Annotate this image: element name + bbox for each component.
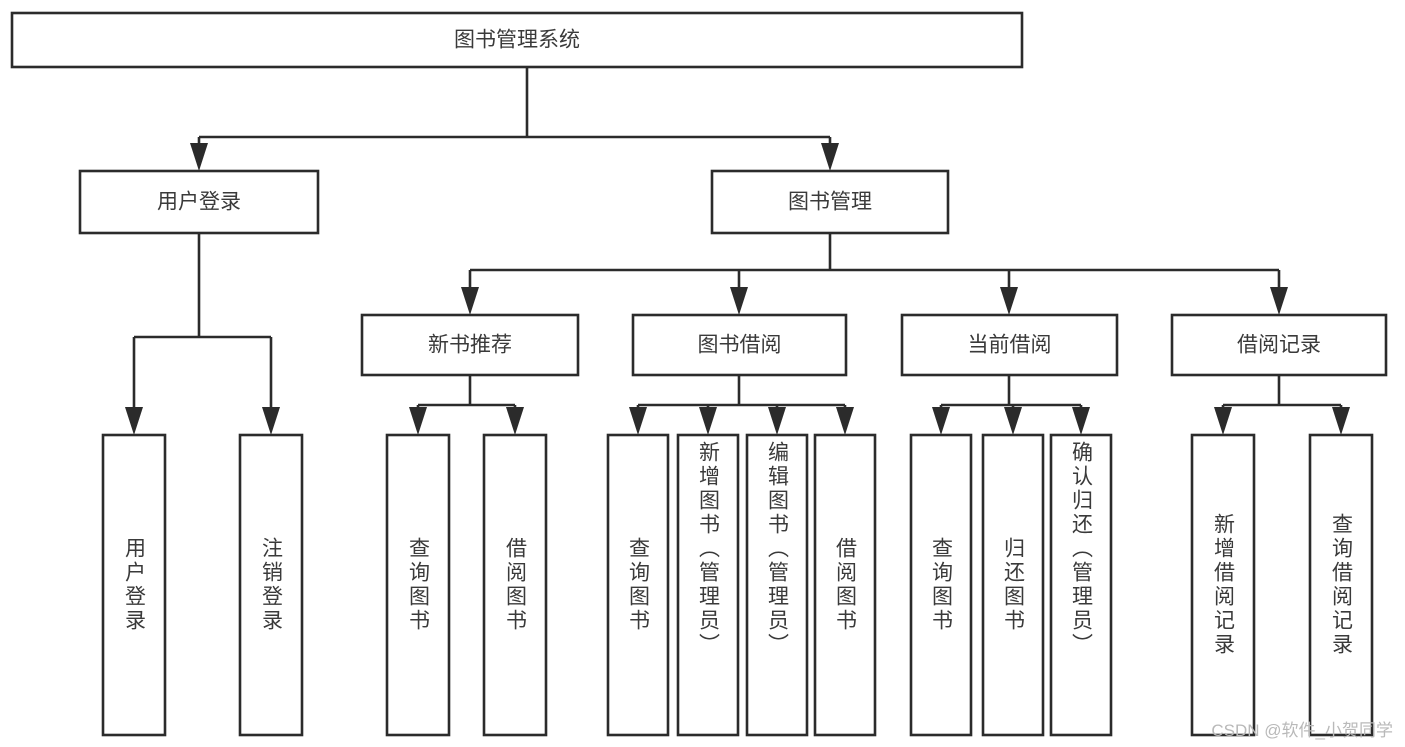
node-leaf-add-book-admin[interactable]: 新增图书（管理员） bbox=[676, 433, 740, 737]
node-book-borrow[interactable]: 图书借阅 bbox=[631, 313, 848, 377]
conn-bookborrow-to-leaves bbox=[629, 375, 854, 435]
node-leaf-borrow-book-2[interactable]: 借阅图书 bbox=[813, 433, 877, 737]
node-label: 查询图书 bbox=[929, 537, 953, 633]
node-label: 查询图书 bbox=[406, 537, 430, 633]
node-label: 图书借阅 bbox=[698, 334, 782, 357]
node-label: 注销登录 bbox=[259, 537, 283, 633]
node-borrow-record[interactable]: 借阅记录 bbox=[1170, 313, 1388, 377]
node-label: 查询借阅记录 bbox=[1329, 513, 1353, 657]
node-leaf-confirm-return-admin[interactable]: 确认归还（管理员） bbox=[1049, 433, 1113, 737]
node-label: 新书推荐 bbox=[428, 334, 512, 357]
node-leaf-query-borrow-record[interactable]: 查询借阅记录 bbox=[1308, 433, 1374, 737]
conn-userlogin-to-leaves bbox=[125, 233, 280, 435]
node-label: 借阅图书 bbox=[503, 537, 527, 633]
node-leaf-return-book[interactable]: 归还图书 bbox=[981, 433, 1045, 737]
node-user-login[interactable]: 用户登录 bbox=[78, 169, 320, 235]
node-label: 确认归还（管理员） bbox=[1069, 441, 1093, 657]
node-label: 用户登录 bbox=[157, 191, 241, 214]
node-label: 借阅记录 bbox=[1237, 334, 1321, 357]
conn-currentborrow-to-leaves bbox=[932, 375, 1090, 435]
node-leaf-user-login[interactable]: 用户登录 bbox=[101, 433, 167, 737]
node-leaf-logout-login[interactable]: 注销登录 bbox=[238, 433, 304, 737]
node-label: 当前借阅 bbox=[968, 334, 1052, 357]
node-leaf-query-book-2[interactable]: 查询图书 bbox=[606, 433, 670, 737]
node-leaf-query-book-3[interactable]: 查询图书 bbox=[909, 433, 973, 737]
node-leaf-add-borrow-record[interactable]: 新增借阅记录 bbox=[1190, 433, 1256, 737]
node-new-book-recommend[interactable]: 新书推荐 bbox=[360, 313, 580, 377]
conn-borrowrecord-to-leaves bbox=[1214, 375, 1350, 435]
conn-bookmanage-to-level3 bbox=[461, 233, 1288, 315]
node-book-manage[interactable]: 图书管理 bbox=[710, 169, 950, 235]
node-leaf-edit-book-admin[interactable]: 编辑图书（管理员） bbox=[745, 433, 809, 737]
node-label: 新增借阅记录 bbox=[1211, 513, 1235, 657]
node-label: 图书管理 bbox=[788, 191, 872, 214]
node-leaf-borrow-book-1[interactable]: 借阅图书 bbox=[482, 433, 548, 737]
node-label: 新增图书（管理员） bbox=[696, 441, 720, 657]
node-label: 图书管理系统 bbox=[454, 29, 580, 52]
conn-root-to-level2 bbox=[190, 67, 839, 171]
node-label: 归还图书 bbox=[1001, 537, 1025, 633]
node-label: 借阅图书 bbox=[833, 537, 857, 633]
node-label: 用户登录 bbox=[122, 537, 146, 633]
node-root[interactable]: 图书管理系统 bbox=[10, 11, 1024, 69]
node-current-borrow[interactable]: 当前借阅 bbox=[900, 313, 1119, 377]
conn-newbook-to-leaves bbox=[409, 375, 524, 435]
node-label: 查询图书 bbox=[626, 537, 650, 633]
node-leaf-query-book-1[interactable]: 查询图书 bbox=[385, 433, 451, 737]
connector-layer bbox=[125, 67, 1350, 435]
node-layer: 图书管理系统用户登录图书管理新书推荐图书借阅当前借阅借阅记录用户登录注销登录查询… bbox=[10, 11, 1388, 737]
node-label: 编辑图书（管理员） bbox=[765, 441, 789, 657]
